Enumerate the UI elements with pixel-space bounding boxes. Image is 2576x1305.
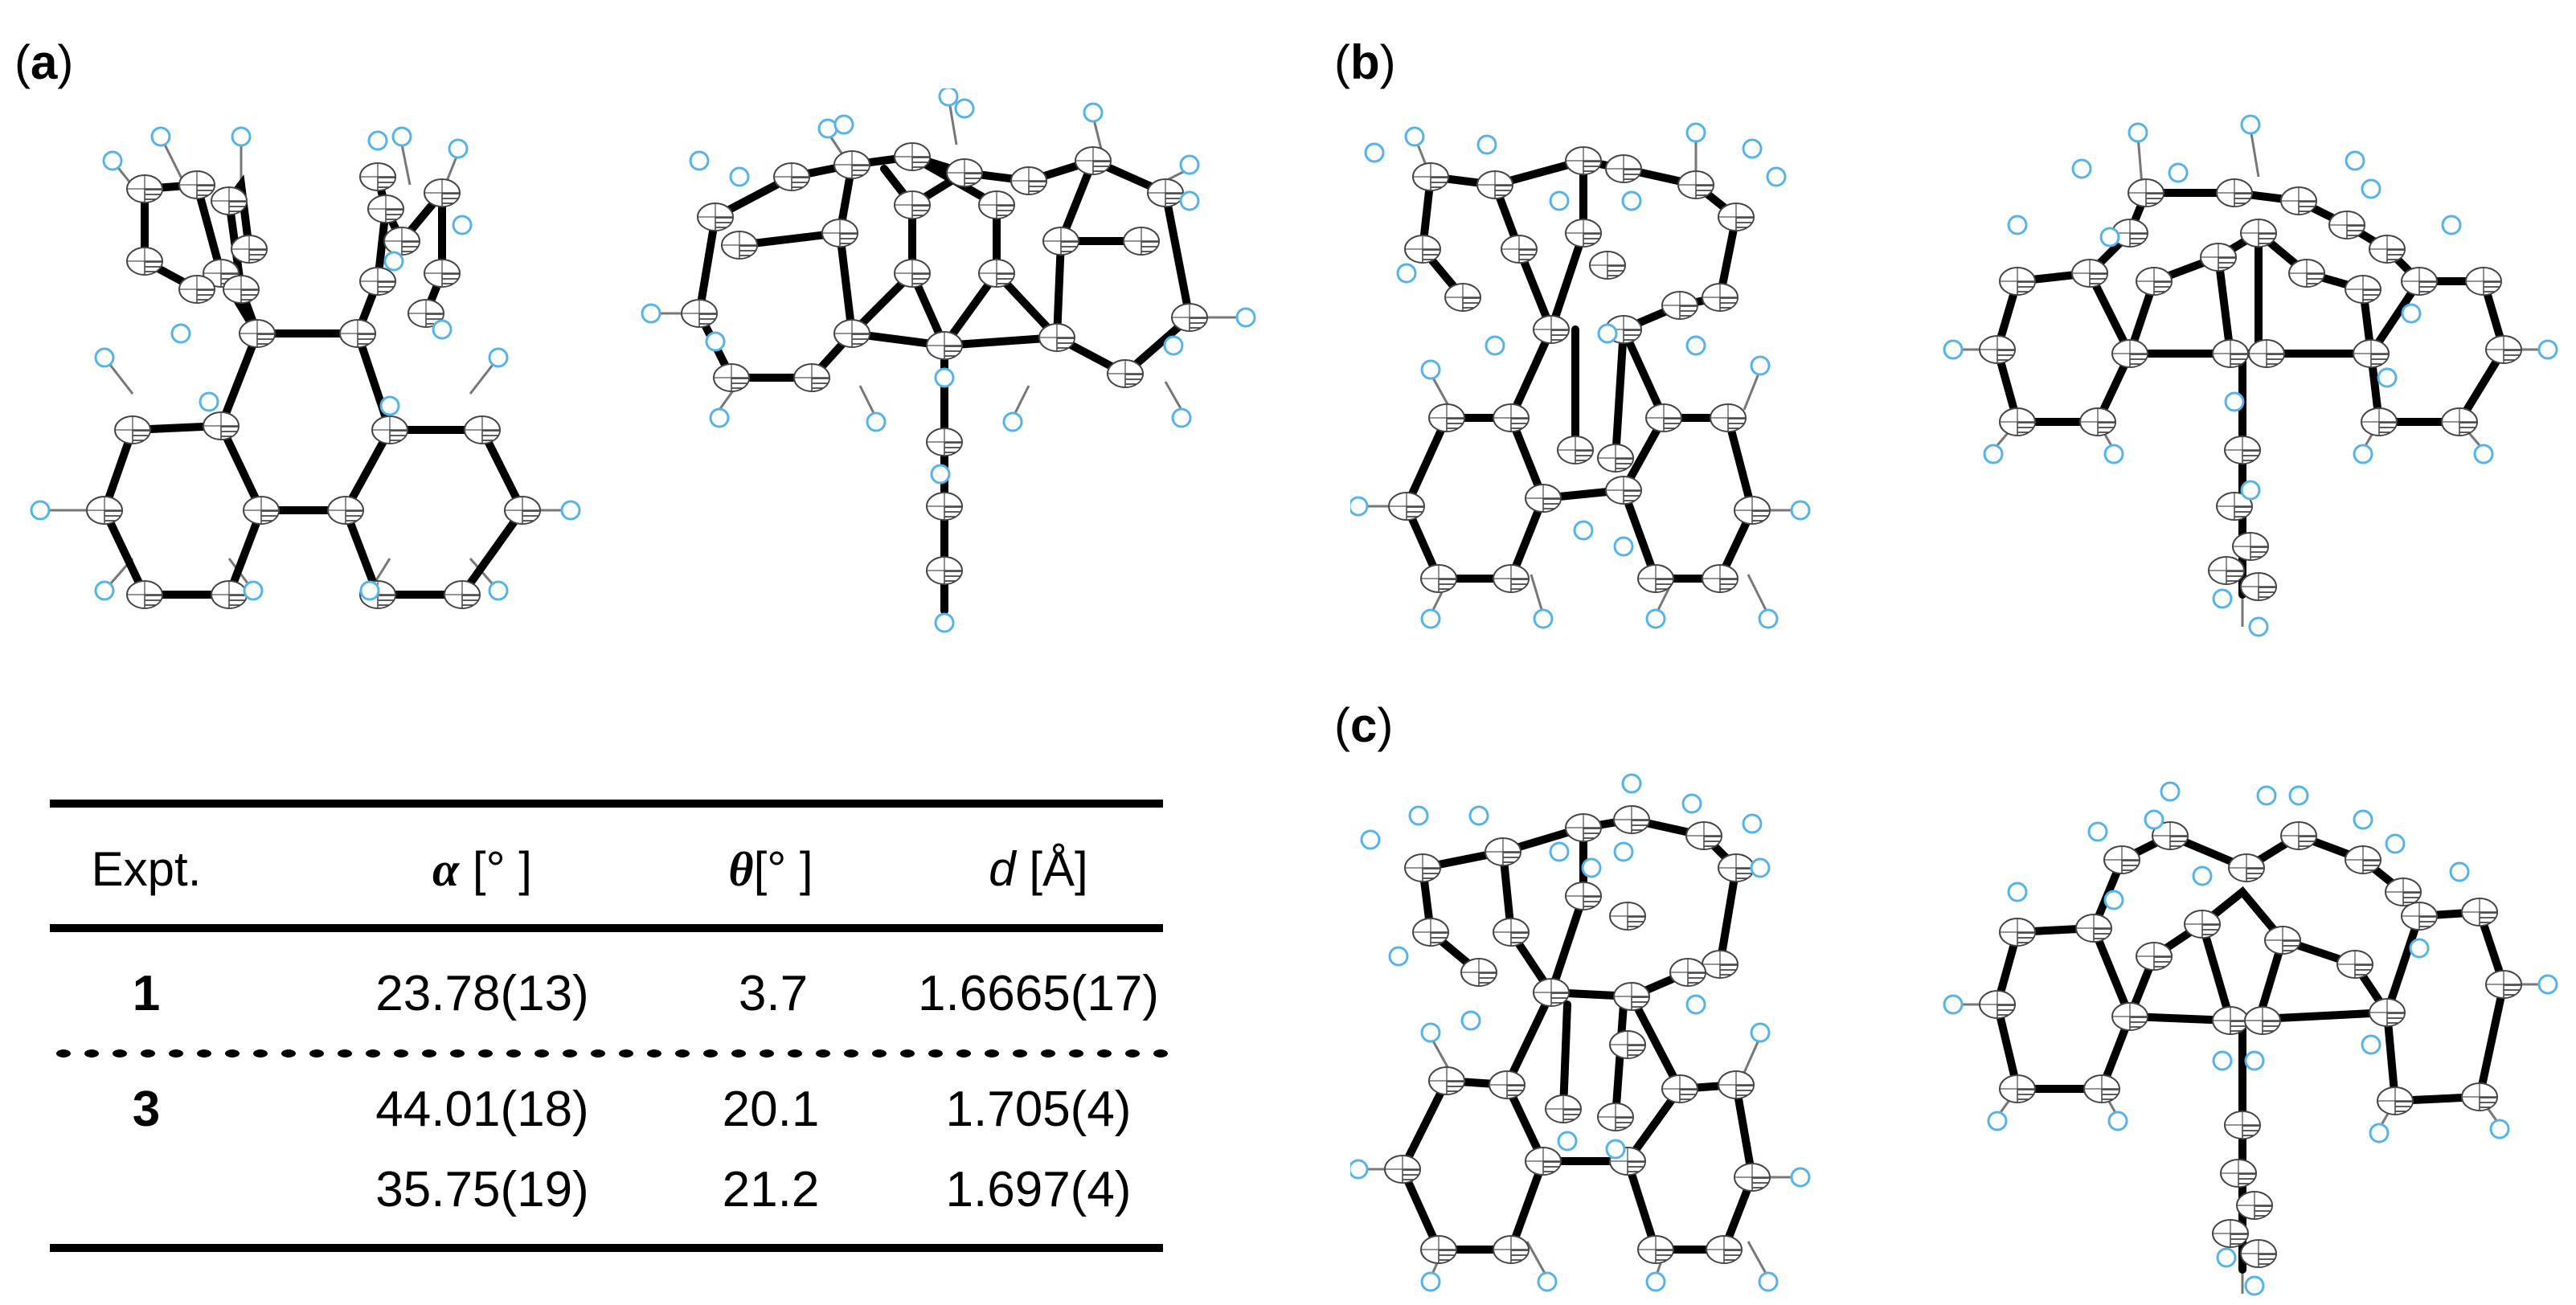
- cell-alpha: 35.75(19): [375, 1162, 589, 1217]
- cell-theta: 3.7: [738, 966, 809, 1021]
- label-letter: a: [30, 35, 58, 89]
- panel-label-a: (a): [14, 39, 73, 87]
- panel-label-b: (b): [1334, 39, 1396, 87]
- table-header-rule: [50, 924, 1163, 932]
- label-letter: c: [1349, 698, 1378, 752]
- molecule-c-front-view: [1943, 781, 2558, 1296]
- header-alpha: α [° ]: [432, 842, 532, 896]
- cell-theta: 21.2: [722, 1162, 820, 1217]
- panel-label-c: (c): [1334, 702, 1393, 750]
- label-paren-close: ): [1377, 698, 1394, 752]
- c-bonds: [100, 173, 526, 599]
- cell-expt: 3: [132, 1082, 161, 1137]
- label-letter: b: [1349, 35, 1380, 89]
- molecule-a-side-view: [30, 126, 581, 609]
- label-paren-close: ): [57, 35, 74, 89]
- geometry-table: Expt. α [° ] θ[° ] d [Å] 1 23.78(13) 3.7…: [50, 800, 1169, 1258]
- cell-expt: 1: [132, 966, 161, 1021]
- label-paren-open: (: [1334, 35, 1350, 89]
- alpha-unit: [° ]: [459, 842, 532, 896]
- molecule-b-front-view: [1943, 114, 2558, 637]
- label-paren-open: (: [1334, 698, 1350, 752]
- cell-d: 1.6665(17): [918, 966, 1159, 1021]
- cell-alpha: 44.01(18): [375, 1082, 589, 1137]
- cell-d: 1.697(4): [945, 1162, 1132, 1217]
- table-bottom-rule: [50, 1244, 1163, 1252]
- table-top-rule: [50, 800, 1163, 808]
- cell-alpha: 23.78(13): [375, 966, 589, 1021]
- molecule-c-side-view: [1350, 773, 1811, 1292]
- molecule-a-front-view: [641, 88, 1256, 633]
- d-unit: [Å]: [1015, 842, 1088, 896]
- alpha-symbol: α: [432, 843, 460, 896]
- theta-unit: [° ]: [753, 842, 813, 896]
- molecule-b-side-view: [1350, 122, 1811, 629]
- cell-d: 1.705(4): [945, 1082, 1132, 1137]
- label-paren-close: ): [1379, 35, 1396, 89]
- carbon-ellipsoids: [86, 162, 541, 609]
- d-symbol: d: [989, 842, 1016, 896]
- header-theta: θ[° ]: [728, 842, 813, 896]
- header-d: d [Å]: [989, 845, 1087, 894]
- label-paren-open: (: [14, 35, 31, 89]
- header-expt: Expt.: [91, 842, 202, 896]
- theta-symbol: θ: [728, 843, 754, 896]
- table-dotted-separator: [56, 1049, 1169, 1058]
- cell-theta: 20.1: [722, 1082, 820, 1137]
